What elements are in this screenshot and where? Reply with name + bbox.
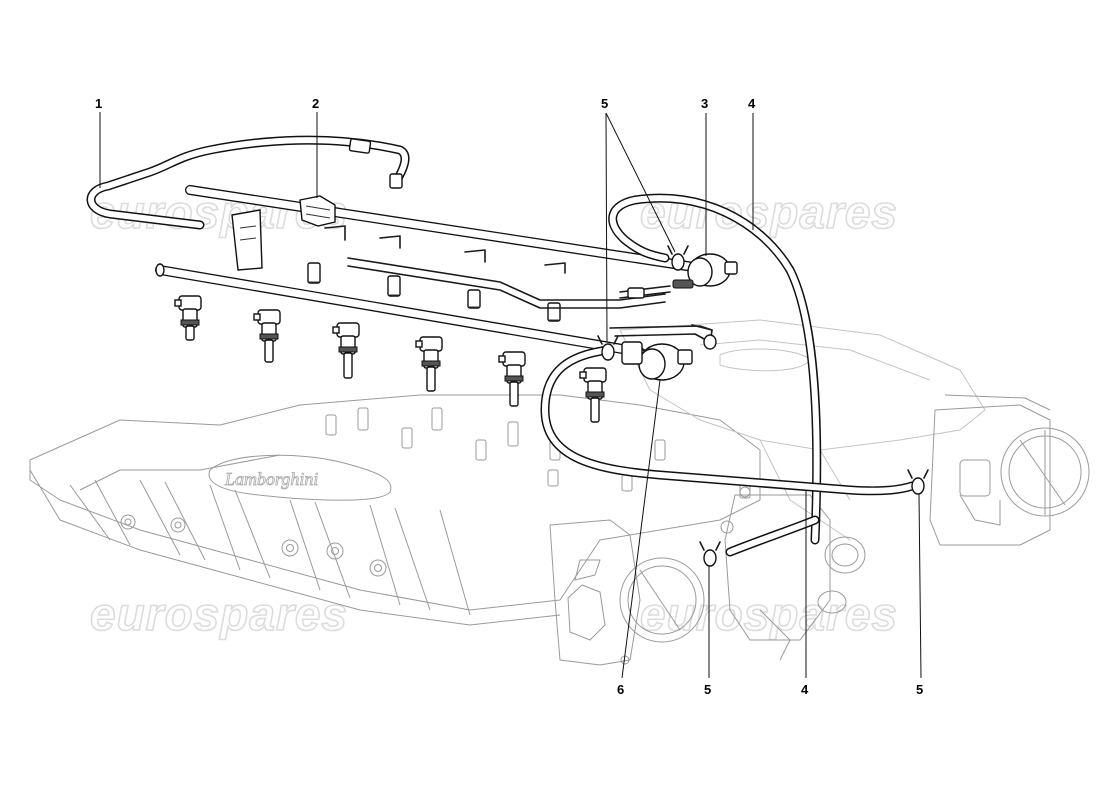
leader-6 bbox=[621, 379, 661, 679]
injector bbox=[174, 295, 202, 341]
watermark-text-3: eurospares bbox=[90, 588, 348, 640]
callout-5-top: 5 bbox=[601, 96, 608, 111]
intake-manifold: Lamborghini bbox=[29, 319, 1090, 666]
rear-injectors bbox=[307, 262, 561, 322]
watermark-text-2: eurospares bbox=[640, 186, 898, 238]
callout-2: 2 bbox=[312, 96, 319, 111]
callout-4-bottom: 4 bbox=[801, 682, 809, 697]
hose-clip bbox=[667, 245, 689, 271]
callout-5-bottom-right: 5 bbox=[916, 682, 923, 697]
watermark-text-4: eurospares bbox=[640, 588, 898, 640]
fuel-rail-clip bbox=[299, 195, 336, 227]
vacuum-hose-item-4 bbox=[540, 193, 917, 557]
callout-4-top: 4 bbox=[748, 96, 756, 111]
manifold-logo: Lamborghini bbox=[224, 469, 318, 489]
pressure-regulator-front bbox=[609, 324, 717, 381]
manifold-studs bbox=[325, 407, 751, 499]
callout-5-bottom-left: 5 bbox=[704, 682, 711, 697]
injector bbox=[253, 309, 281, 363]
rear-fuel-rail bbox=[185, 185, 705, 322]
injector bbox=[579, 367, 607, 423]
hose-clip bbox=[907, 469, 929, 495]
fuel-line-item-1 bbox=[86, 135, 410, 230]
front-injectors bbox=[174, 295, 607, 423]
hose-clip bbox=[597, 335, 619, 361]
hose-clips-item-5 bbox=[597, 245, 929, 567]
callout-3: 3 bbox=[701, 96, 708, 111]
callout-6: 6 bbox=[617, 682, 624, 697]
pressure-regulator-rear bbox=[619, 253, 738, 299]
front-fuel-rail bbox=[155, 263, 645, 423]
callout-labels: 1 2 5 3 4 6 5 4 5 bbox=[95, 96, 923, 697]
hose-clip bbox=[699, 541, 721, 567]
injector bbox=[332, 322, 360, 379]
leader-5a-2 bbox=[605, 112, 608, 343]
injector bbox=[415, 336, 443, 392]
leader-5a-1 bbox=[605, 112, 676, 253]
injector bbox=[498, 351, 526, 407]
callout-1: 1 bbox=[95, 96, 102, 111]
leader-lines bbox=[99, 112, 922, 679]
leader-5c bbox=[918, 493, 922, 679]
